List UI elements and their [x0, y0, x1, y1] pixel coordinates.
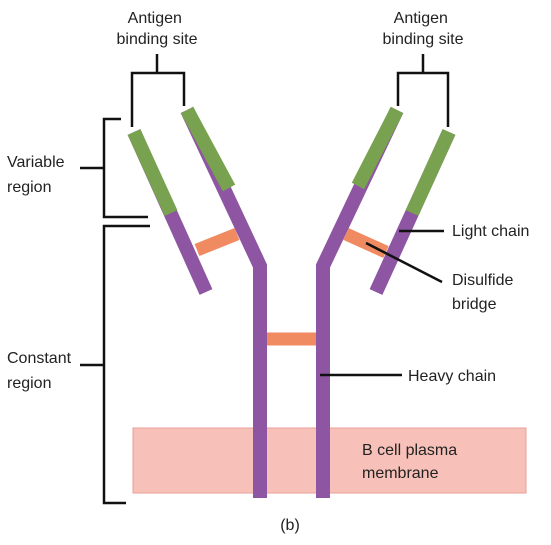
heavy-chain-left-variable: [180, 106, 236, 192]
antigen-binding-site-right-label: Antigen binding site: [383, 10, 464, 48]
figure-caption: (b): [280, 517, 300, 534]
disulfide-bridge-label: Disulfide bridge: [452, 272, 518, 313]
light-chain-right-variable: [405, 129, 456, 216]
light-chain-left-variable: [127, 129, 178, 216]
membrane-label: B cell plasma membrane: [362, 442, 462, 482]
light-chain-label: Light chain: [452, 223, 529, 240]
antigen-binding-site-left-bracket: [130, 71, 186, 127]
disulfide-bridge-left: [194, 227, 240, 257]
constant-region-label: Constant region: [7, 350, 76, 392]
disulfide-bridge-leader: [365, 241, 443, 284]
heavy-chain-right-variable: [351, 106, 404, 190]
variable-region-label: Variable region: [7, 154, 69, 196]
heavy-chain-label: Heavy chain: [408, 368, 496, 385]
antigen-binding-site-right-bracket: [396, 71, 450, 127]
antigen-binding-site-left-label: Antigen binding site: [117, 10, 198, 48]
